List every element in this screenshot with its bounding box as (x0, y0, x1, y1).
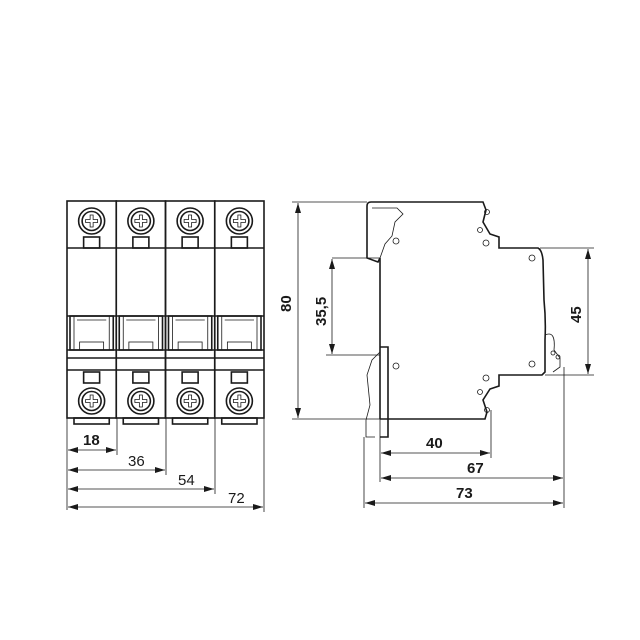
dim-label-54: 54 (178, 472, 195, 489)
toggle-lever (69, 315, 115, 351)
toggle-lever (216, 315, 262, 351)
side-dimensions: 80 35,5 45 40 67 73 (278, 201, 594, 508)
dim-label-18: 18 (83, 432, 100, 449)
top-terminal-screw-icon (127, 207, 155, 235)
dim-label-40: 40 (426, 435, 443, 452)
toggle-lever (167, 315, 213, 351)
dim-label-73: 73 (456, 485, 473, 502)
top-terminal-screw-icon (225, 207, 254, 235)
dim-label-36: 36 (128, 453, 145, 470)
front-view (66, 200, 265, 425)
dim-label-35-5: 35,5 (313, 297, 330, 326)
dim-label-72: 72 (228, 490, 245, 507)
bottom-terminal-screw-icon (176, 387, 204, 415)
dim-label-67: 67 (467, 460, 484, 477)
front-dimensions: 18 36 54 72 (66, 418, 265, 512)
toggle-lever (118, 315, 164, 351)
top-terminal-screw-icon (77, 207, 106, 235)
top-terminal-screw-icon (176, 207, 204, 235)
dim-label-80: 80 (278, 295, 295, 312)
bottom-terminal-screw-icon (225, 387, 254, 415)
dim-label-45: 45 (568, 306, 585, 323)
bottom-terminal-screw-icon (127, 387, 155, 415)
side-view (332, 201, 561, 438)
bottom-terminal-screw-icon (77, 387, 106, 415)
